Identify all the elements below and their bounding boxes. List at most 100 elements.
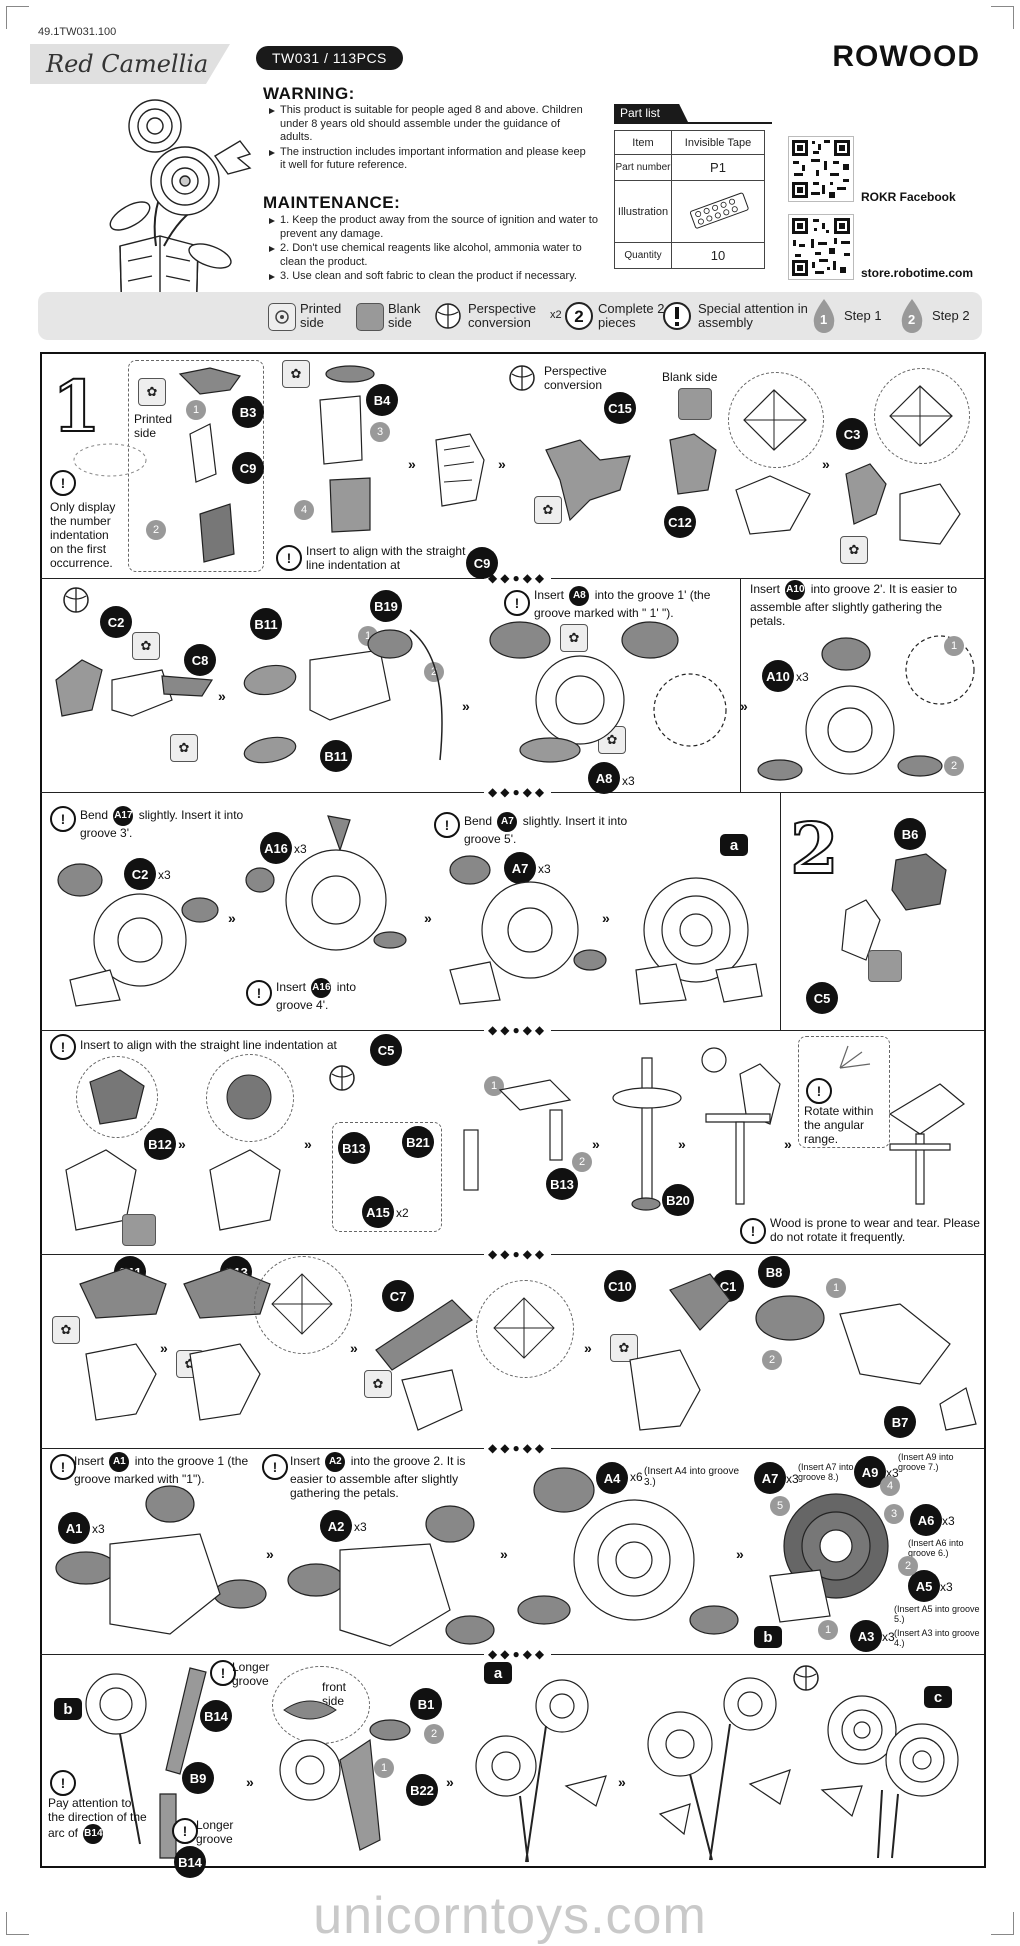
- step-arrow: »: [500, 1546, 508, 1562]
- attention-icon: !: [210, 1660, 236, 1686]
- part-tag: B7: [884, 1406, 916, 1438]
- warning-list: This product is suitable for people aged…: [268, 104, 588, 174]
- printed-side-icon: ✿: [52, 1316, 80, 1344]
- attention-icon: !: [50, 470, 76, 496]
- note-a10: Insert A10 into groove 2'. It is easier …: [750, 580, 974, 628]
- multiplier: x3: [538, 862, 551, 876]
- step-arrow: »: [618, 1774, 626, 1790]
- part-tag: B20: [662, 1184, 694, 1216]
- step-arrow: »: [678, 1136, 686, 1152]
- part-tag: C15: [604, 392, 636, 424]
- part-list-label: Item: [614, 130, 672, 155]
- part-tag: A10: [785, 580, 806, 600]
- detail-bubble: [254, 1256, 352, 1354]
- part-tag: C5: [806, 982, 838, 1014]
- qr-code-store[interactable]: [788, 214, 854, 280]
- note-a7-groove: (Insert A7 into groove 8.): [798, 1462, 854, 1482]
- printed-side-icon: ✿: [282, 360, 310, 388]
- multiplier: x3: [882, 1630, 895, 1644]
- part-list-label: Illustration: [614, 180, 672, 243]
- step-arrow: »: [246, 1774, 254, 1790]
- result-label: b: [754, 1626, 782, 1648]
- assembly-drawing: [449, 855, 607, 1005]
- instructions-frame: [40, 352, 986, 1868]
- attention-icon: !: [262, 1454, 288, 1480]
- perspective-icon: [329, 1065, 355, 1091]
- step-group-box: [798, 1036, 890, 1148]
- part-list-item: Invisible Tape: [671, 130, 765, 155]
- wear-note: Wood is prone to wear and tear. Please d…: [770, 1216, 980, 1244]
- part-tag: A8: [588, 762, 620, 794]
- note-text: Insert: [74, 1454, 105, 1469]
- note-text: Insert: [534, 588, 565, 603]
- result-label: a: [720, 834, 748, 856]
- complete-pieces-icon: 2: [565, 302, 593, 330]
- part-tag: A1: [58, 1512, 90, 1544]
- step1-num: 1: [820, 312, 828, 327]
- blank-side-icon: [868, 950, 902, 982]
- result-label: a: [484, 1662, 512, 1684]
- assembly-drawing: [57, 863, 219, 1007]
- assembly-drawing: [243, 629, 443, 764]
- step-marker: 2: [944, 756, 964, 776]
- step-marker: 4: [294, 500, 314, 520]
- assembly-drawing: [888, 1083, 965, 1205]
- step-arrow: »: [408, 456, 416, 472]
- part-tag: B14: [200, 1700, 232, 1732]
- facebook-label[interactable]: ROKR Facebook: [861, 190, 956, 204]
- detail-drawing: [271, 1273, 333, 1335]
- qr-code-facebook[interactable]: [788, 136, 854, 202]
- detail-drawing: [743, 389, 807, 451]
- perspective-label: Perspective conversion: [544, 364, 607, 392]
- assembly-drawing: [178, 367, 241, 563]
- store-label[interactable]: store.robotime.com: [861, 266, 974, 280]
- part-tag: B21: [402, 1126, 434, 1158]
- multiplier: x3: [622, 774, 635, 788]
- assembly-drawing: [755, 1295, 977, 1431]
- note-text: into the groove 2. It is easier to assem…: [290, 1454, 466, 1500]
- align-note: Insert to align with the straight line i…: [306, 544, 476, 572]
- part-list-rule: [614, 122, 772, 124]
- assembly-drawing: [701, 1047, 781, 1205]
- multiplier: x2: [396, 1206, 409, 1220]
- assembly-drawing: [319, 365, 375, 533]
- part-tag: B8: [758, 1256, 790, 1288]
- assembly-drawing: [669, 433, 717, 495]
- detail-bubble: [476, 1280, 574, 1378]
- multiplier: x6: [630, 1470, 643, 1484]
- assembly-drawing: [55, 659, 214, 717]
- attention-icon: !: [50, 1034, 76, 1060]
- printed-side-icon: ✿: [138, 378, 166, 406]
- result-label: c: [924, 1686, 952, 1708]
- note-text: Insert: [290, 1454, 321, 1469]
- part-tag: A7: [504, 852, 536, 884]
- rotate-note: Rotate within the angular range.: [804, 1104, 874, 1146]
- part-tag: B22: [406, 1774, 438, 1806]
- part-list-illustration: [671, 180, 765, 243]
- step-arrow: »: [592, 1136, 600, 1152]
- align-note-c5: Insert to align with the straight line i…: [80, 1038, 337, 1052]
- part-tag: C2: [100, 606, 132, 638]
- assembly-drawing: [612, 1057, 682, 1211]
- printed-side-icon: ✿: [132, 632, 160, 660]
- assembly-drawing: [845, 463, 961, 545]
- legend-bar: Printed side Blank side Perspective conv…: [38, 292, 982, 340]
- multiplier: x3: [942, 1514, 955, 1528]
- warning-item: The instruction includes important infor…: [268, 146, 588, 173]
- part-tag: B11: [320, 740, 352, 772]
- section-number-2: 2: [789, 807, 840, 890]
- attention-icon: !: [806, 1078, 832, 1104]
- part-tag: A16: [260, 832, 292, 864]
- part-tag: A15: [362, 1196, 394, 1228]
- step-arrow: »: [740, 698, 748, 714]
- assembly-drawing: [435, 433, 485, 507]
- assembly-drawing: [820, 1695, 959, 1859]
- attention-icon: !: [50, 1454, 76, 1480]
- multiplier: x3: [294, 842, 307, 856]
- perspective-icon: [509, 365, 535, 391]
- note-a3-groove: (Insert A3 into groove 4.): [894, 1628, 980, 1648]
- crop-mark: [991, 6, 1014, 29]
- display-note: Only display the number indentation on t…: [50, 500, 116, 570]
- part-tag: A8: [569, 586, 590, 606]
- assembly-drawing: [841, 853, 947, 961]
